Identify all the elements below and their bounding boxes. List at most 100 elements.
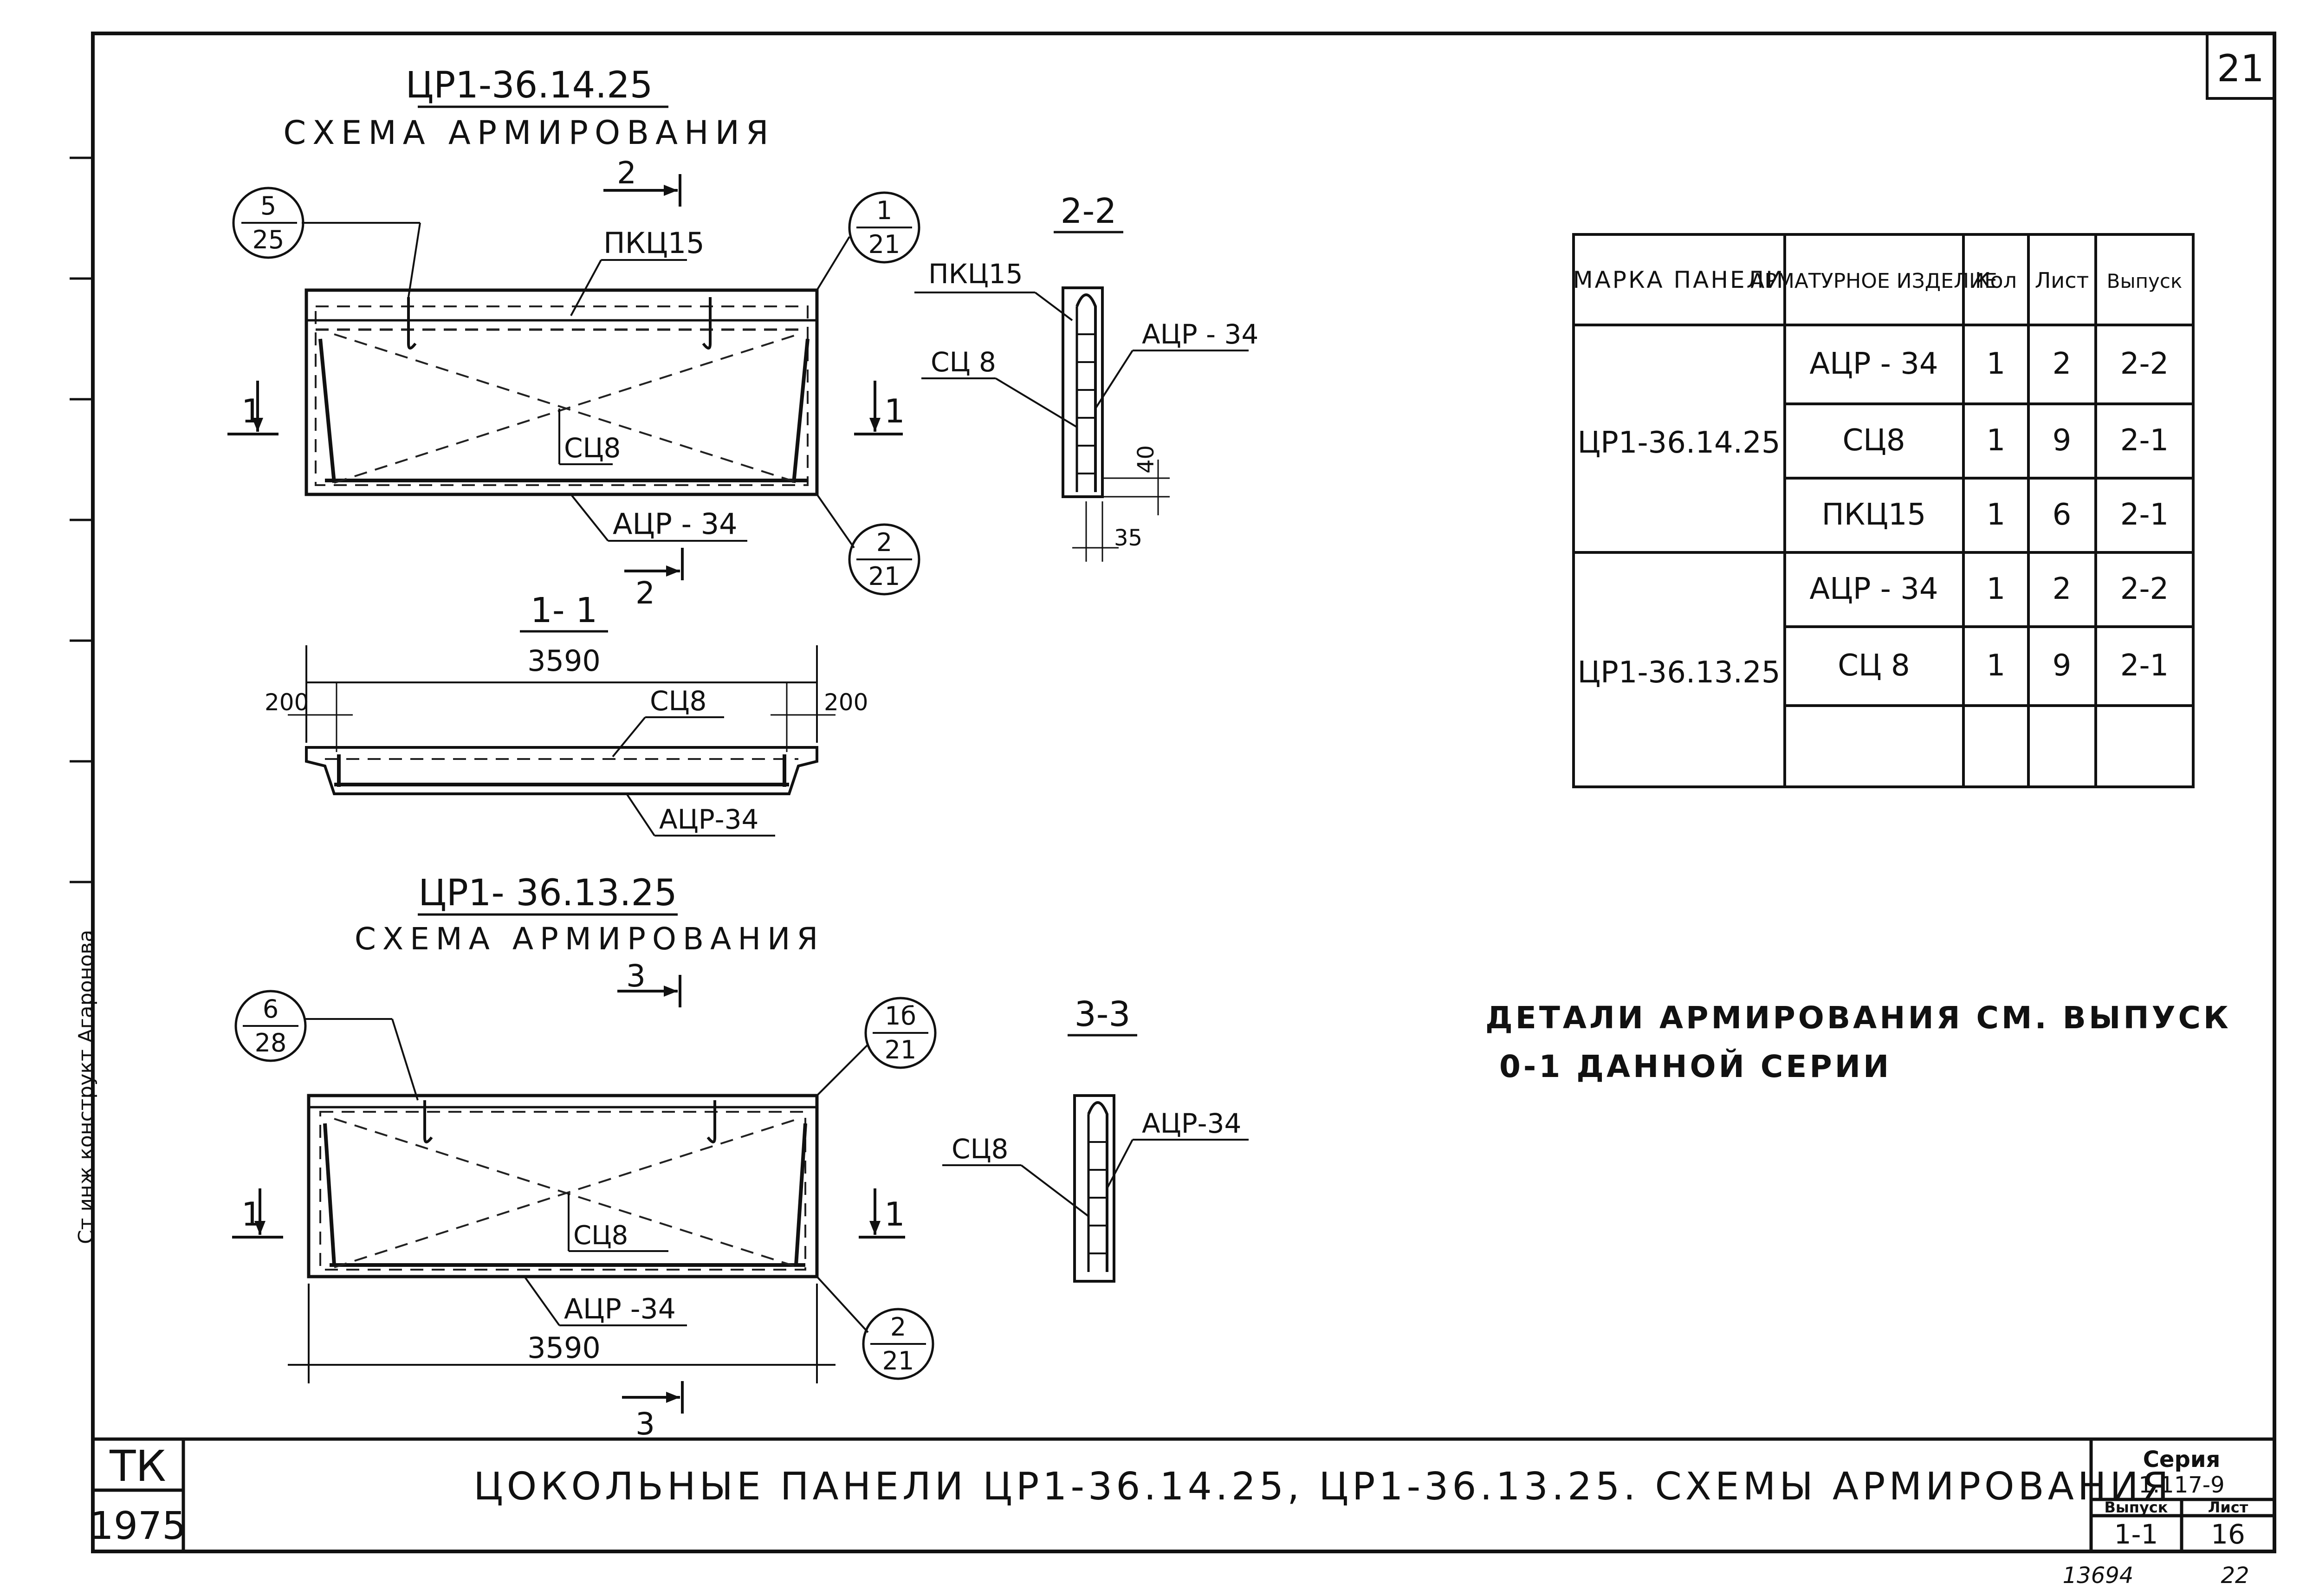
th-item: АРМАТУРНОЕ ИЗДЕЛИЕ — [1750, 269, 1997, 293]
td-issue: 2-1 — [2120, 423, 2169, 458]
bottom-subtitle: СХЕМА АРМИРОВАНИЯ — [355, 921, 824, 957]
td-sheet: 2 — [2053, 347, 2072, 381]
bottom-reinforcement-scheme: ЦР1- 36.13.25 СХЕМА АРМИРОВАНИЯ 3 СЦ8 АЦ… — [232, 872, 937, 1442]
margin-ticks — [70, 156, 93, 883]
callout-2-21-bottom: 2 21 — [816, 1276, 934, 1380]
reinforcement-table — [1572, 233, 2195, 788]
th-panel: МАРКА ПАНЕЛИ — [1573, 266, 1785, 293]
bottom-sc-label: СЦ8 — [573, 1220, 628, 1251]
bottom-panel-outline — [307, 1094, 819, 1278]
bottom-acr-label: АЦР -34 — [564, 1293, 676, 1325]
svg-text:6: 6 — [263, 994, 279, 1024]
svg-text:21: 21 — [868, 562, 900, 591]
issue-value: 1-1 — [2114, 1518, 2158, 1550]
top-sc-label: СЦ8 — [564, 432, 621, 464]
svg-text:1б: 1б — [885, 1001, 916, 1031]
svg-text:28: 28 — [255, 1028, 287, 1058]
td-item: АЦР - 34 — [1809, 347, 1938, 381]
s11-length: 3590 — [527, 644, 601, 678]
th-issue: Выпуск — [2107, 270, 2183, 292]
bottom-panel-mark: ЦР1- 36.13.25 — [418, 872, 677, 914]
series-value: 1.117-9 — [2138, 1472, 2224, 1498]
section-1-1: 1- 1 3590 200 200 СЦ8 АЦР-34 — [265, 590, 868, 837]
section-3-3: 3-3 СЦ8 АЦР-34 — [942, 994, 1249, 1283]
td-sheet: 9 — [2053, 649, 2072, 683]
section-mark-1-right-bottom: 1 — [884, 1195, 905, 1233]
td-sheet: 6 — [2053, 498, 2072, 532]
section-mark-2-top: 2 — [617, 155, 636, 191]
callout-5-25: 5 25 — [232, 187, 421, 298]
s11-dim-right: 200 — [824, 689, 868, 716]
td-item: СЦ 8 — [1838, 649, 1910, 683]
page-number: 21 — [2217, 47, 2264, 90]
callout-6-28: 6 28 — [234, 990, 419, 1101]
title-block — [93, 1437, 2274, 1551]
svg-text:21: 21 — [885, 1035, 917, 1064]
svg-text:2: 2 — [876, 528, 892, 557]
s22-dim-horizontal: 35 — [1114, 525, 1142, 551]
callout-2-21-top: 2 21 — [816, 493, 920, 596]
top-panel-mark: ЦР1-36.14.25 — [406, 65, 653, 106]
th-sheet: Лист — [2035, 268, 2089, 293]
top-subtitle: СХЕМА АРМИРОВАНИЯ — [283, 114, 775, 152]
title-org: ТК — [109, 1441, 166, 1491]
section-2-2-title: 2-2 — [1061, 191, 1117, 231]
note-line-1: ДЕТАЛИ АРМИРОВАНИЯ СМ. ВЫПУСК — [1485, 1000, 2231, 1036]
s11-sc-label: СЦ8 — [650, 685, 706, 717]
side-note: Ст инж конструкт Агаронова — [74, 930, 98, 1244]
td-issue: 2-1 — [2120, 498, 2169, 532]
section-3-3-title: 3-3 — [1075, 994, 1131, 1034]
page-number-box — [2206, 32, 2276, 100]
note-line-2: 0-1 ДАННОЙ СЕРИИ — [1499, 1048, 1891, 1084]
td-issue: 2-2 — [2120, 347, 2169, 381]
title-text: ЦОКОЛЬНЫЕ ПАНЕЛИ ЦР1-36.14.25, ЦР1-36.13… — [473, 1465, 2172, 1509]
section-1-1-title: 1- 1 — [531, 590, 597, 630]
svg-text:5: 5 — [260, 191, 276, 221]
s11-dim-left: 200 — [265, 689, 309, 716]
td-qty: 1 — [1987, 423, 2006, 458]
section-mark-3-top: 3 — [626, 958, 646, 994]
series-label: Серия — [2143, 1447, 2221, 1473]
top-panel-outline — [304, 288, 819, 496]
s11-acr-label: АЦР-34 — [659, 804, 758, 835]
td-issue: 2-1 — [2120, 649, 2169, 683]
section-mark-2-bottom: 2 — [635, 575, 655, 611]
section-2-2: 2-2 ПКЦ15 СЦ 8 АЦР - 34 40 35 — [914, 191, 1258, 562]
td-issue: 2-2 — [2120, 572, 2169, 606]
td-qty: 1 — [1987, 572, 2006, 606]
td-item: СЦ8 — [1842, 423, 1905, 458]
svg-text:25: 25 — [253, 225, 285, 254]
td-item: ПКЦ15 — [1822, 498, 1926, 532]
issue-label: Выпуск — [2105, 1499, 2168, 1516]
s11-slab — [305, 746, 818, 795]
svg-text:1: 1 — [876, 196, 892, 225]
title-year: 1975 — [90, 1504, 187, 1548]
td-qty: 1 — [1987, 649, 2006, 683]
callout-1-21-top: 1 21 — [816, 191, 920, 291]
section-mark-3-bottom: 3 — [635, 1406, 655, 1442]
td-sheet: 2 — [2053, 572, 2072, 606]
sheet-frame — [91, 32, 2276, 1553]
svg-text:21: 21 — [882, 1346, 914, 1375]
top-reinforcement-scheme: ЦР1-36.14.25 СХЕМА АРМИРОВАНИЯ 2 ПКЦ15 С… — [227, 65, 920, 611]
top-acr-label: АЦР - 34 — [613, 507, 738, 541]
td-qty: 1 — [1987, 347, 2006, 381]
td-qty: 1 — [1987, 498, 2006, 532]
top-pkc-label: ПКЦ15 — [603, 226, 705, 260]
svg-text:21: 21 — [868, 230, 900, 259]
footer-right-number: 22 — [2221, 1563, 2249, 1589]
td-item: АЦР - 34 — [1809, 572, 1938, 606]
s22-acr-label: АЦР - 34 — [1142, 318, 1258, 350]
svg-text:2: 2 — [890, 1312, 906, 1342]
s33-sc-label: СЦ8 — [952, 1133, 1008, 1165]
s22-pkc-label: ПКЦ15 — [928, 258, 1023, 290]
s22-sc-label: СЦ 8 — [931, 346, 996, 378]
td-sheet: 9 — [2053, 423, 2072, 458]
s22-dim-vertical: 40 — [1133, 445, 1159, 474]
section-mark-1-right-top: 1 — [884, 392, 905, 430]
td-panel-2: ЦР1-36.13.25 — [1577, 655, 1780, 690]
sheet-label: Лист — [2208, 1499, 2248, 1516]
td-panel-1: ЦР1-36.14.25 — [1577, 426, 1780, 460]
s33-acr-label: АЦР-34 — [1142, 1108, 1241, 1139]
